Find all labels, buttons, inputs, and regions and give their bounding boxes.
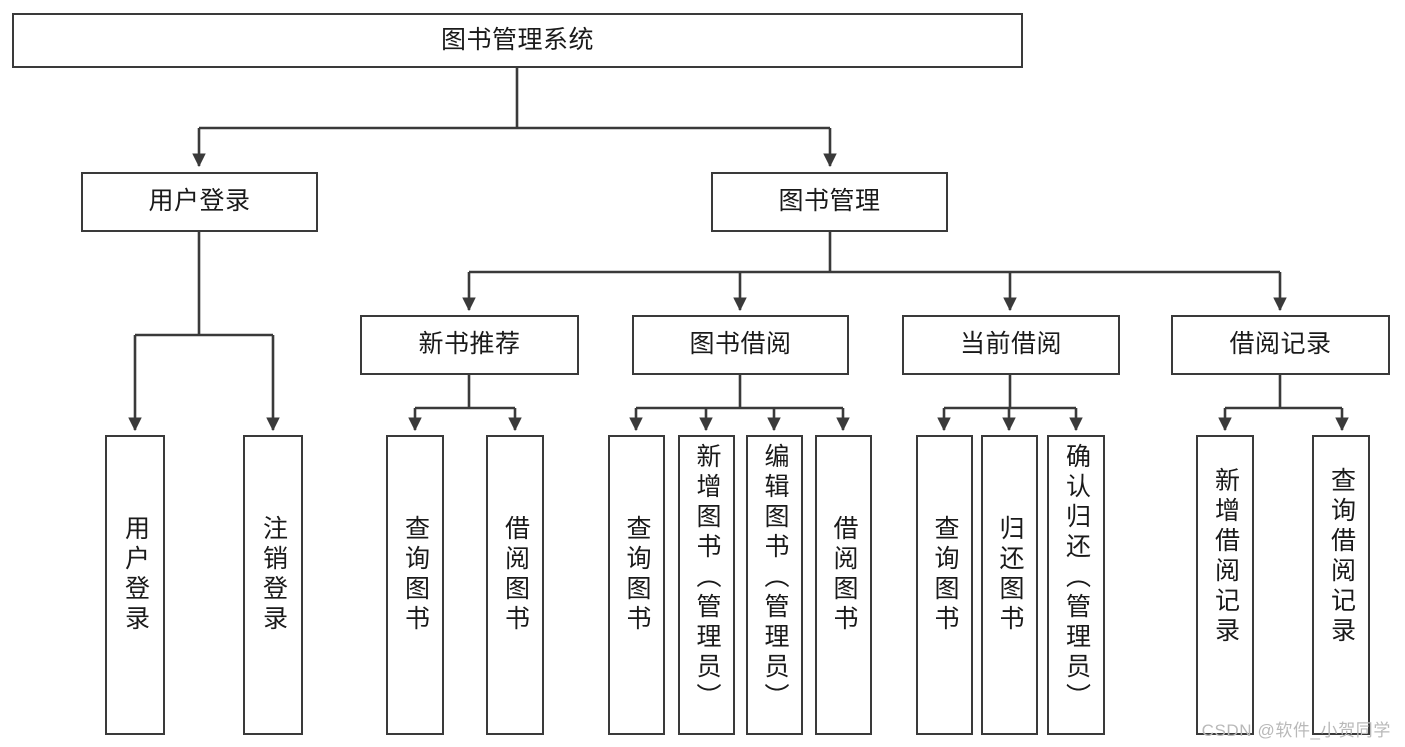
node-leaf-borrow-book-2[interactable]: 借阅图书 bbox=[815, 435, 872, 735]
node-leaf-edit-book-label: 编辑图书（管理员） bbox=[761, 443, 789, 713]
node-leaf-query-book-2-label: 查询图书 bbox=[623, 515, 651, 635]
node-leaf-query-book-1[interactable]: 查询图书 bbox=[386, 435, 444, 735]
node-leaf-query-record-label: 查询借阅记录 bbox=[1327, 467, 1356, 647]
node-root-label: 图书管理系统 bbox=[440, 25, 594, 54]
node-root[interactable]: 图书管理系统 bbox=[12, 13, 1023, 68]
node-leaf-user-login-label: 用户登录 bbox=[121, 515, 150, 635]
node-current-borrow-label: 当前借阅 bbox=[959, 330, 1062, 359]
node-leaf-return-book[interactable]: 归还图书 bbox=[981, 435, 1038, 735]
node-leaf-query-book-3-label: 查询图书 bbox=[931, 515, 959, 635]
node-user-login-label: 用户登录 bbox=[148, 187, 251, 216]
node-book-manage-label: 图书管理 bbox=[778, 187, 881, 216]
node-leaf-logout-label: 注销登录 bbox=[259, 515, 288, 635]
node-leaf-edit-book[interactable]: 编辑图书（管理员） bbox=[746, 435, 803, 735]
node-leaf-query-book-2[interactable]: 查询图书 bbox=[608, 435, 665, 735]
node-book-borrow[interactable]: 图书借阅 bbox=[632, 315, 849, 375]
node-leaf-borrow-book-1[interactable]: 借阅图书 bbox=[486, 435, 544, 735]
node-leaf-add-book[interactable]: 新增图书（管理员） bbox=[678, 435, 735, 735]
node-current-borrow[interactable]: 当前借阅 bbox=[902, 315, 1120, 375]
node-leaf-add-book-label: 新增图书（管理员） bbox=[693, 443, 721, 713]
node-book-manage[interactable]: 图书管理 bbox=[711, 172, 948, 232]
node-leaf-query-book-1-label: 查询图书 bbox=[401, 515, 430, 635]
node-book-borrow-label: 图书借阅 bbox=[689, 330, 792, 359]
node-leaf-borrow-book-1-label: 借阅图书 bbox=[501, 515, 530, 635]
node-leaf-query-record[interactable]: 查询借阅记录 bbox=[1312, 435, 1370, 735]
csdn-watermark: CSDN @软件_小贺同学 bbox=[1201, 721, 1391, 740]
node-leaf-add-record-label: 新增借阅记录 bbox=[1211, 467, 1240, 647]
node-borrow-record[interactable]: 借阅记录 bbox=[1171, 315, 1390, 375]
node-leaf-logout[interactable]: 注销登录 bbox=[243, 435, 303, 735]
node-leaf-confirm-return[interactable]: 确认归还（管理员） bbox=[1047, 435, 1105, 735]
node-user-login[interactable]: 用户登录 bbox=[81, 172, 318, 232]
node-leaf-borrow-book-2-label: 借阅图书 bbox=[830, 515, 858, 635]
node-leaf-confirm-return-label: 确认归还（管理员） bbox=[1062, 443, 1091, 713]
node-new-book-recommend[interactable]: 新书推荐 bbox=[360, 315, 579, 375]
node-new-book-recommend-label: 新书推荐 bbox=[418, 330, 521, 359]
node-leaf-user-login[interactable]: 用户登录 bbox=[105, 435, 165, 735]
node-leaf-add-record[interactable]: 新增借阅记录 bbox=[1196, 435, 1254, 735]
node-borrow-record-label: 借阅记录 bbox=[1229, 330, 1332, 359]
node-leaf-query-book-3[interactable]: 查询图书 bbox=[916, 435, 973, 735]
node-leaf-return-book-label: 归还图书 bbox=[996, 515, 1024, 635]
